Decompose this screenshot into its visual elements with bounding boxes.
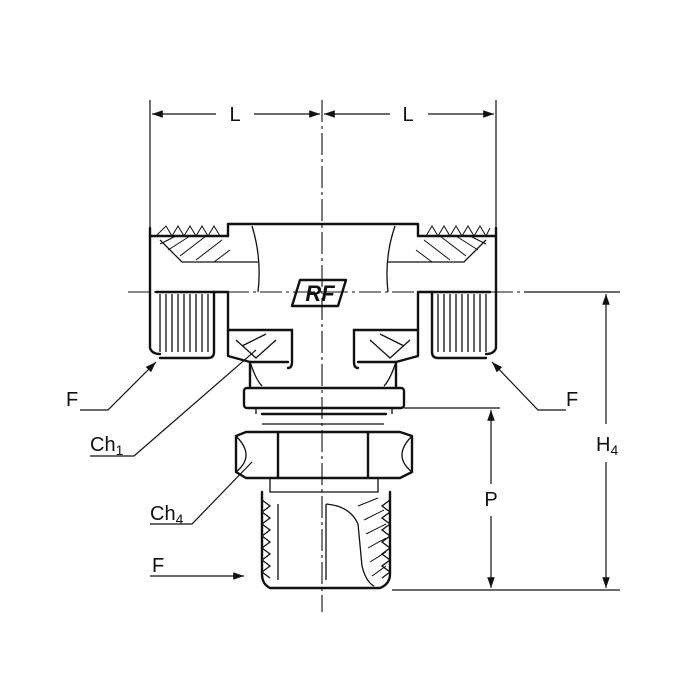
lower-assembly (234, 386, 414, 590)
callout-Ch1: Ch1 (90, 349, 257, 458)
tee-body (148, 222, 498, 388)
side-threads (154, 225, 492, 352)
left-thread (154, 225, 231, 352)
bottom-stud (260, 490, 392, 590)
callout-F-right: F (491, 361, 578, 411)
hex-locknut (234, 430, 414, 480)
svg-text:F: F (152, 555, 164, 577)
dim-label-H4: H4 (596, 434, 618, 458)
callout-F-bottom: F (150, 555, 244, 580)
brand-logo: RF (290, 278, 348, 308)
right-thread (415, 225, 492, 352)
svg-text:F: F (66, 389, 78, 411)
callout-label-Ch1: Ch1 (90, 434, 124, 458)
svg-text:F: F (566, 389, 578, 411)
dim-label-L-left: L (229, 104, 240, 126)
dim-label-P: P (484, 489, 497, 511)
logo-text: RF (305, 281, 335, 306)
dimension-L: L L (149, 100, 497, 228)
dimension-P: P (404, 407, 500, 588)
center-lines (128, 100, 540, 612)
dim-label-L-right: L (402, 104, 413, 126)
callout-Ch4: Ch4 (150, 461, 253, 527)
dimension-H4: H4 (392, 291, 620, 591)
callout-label-Ch4: Ch4 (150, 503, 184, 527)
seal-washer (242, 386, 406, 410)
callout-F-left: F (66, 361, 157, 411)
